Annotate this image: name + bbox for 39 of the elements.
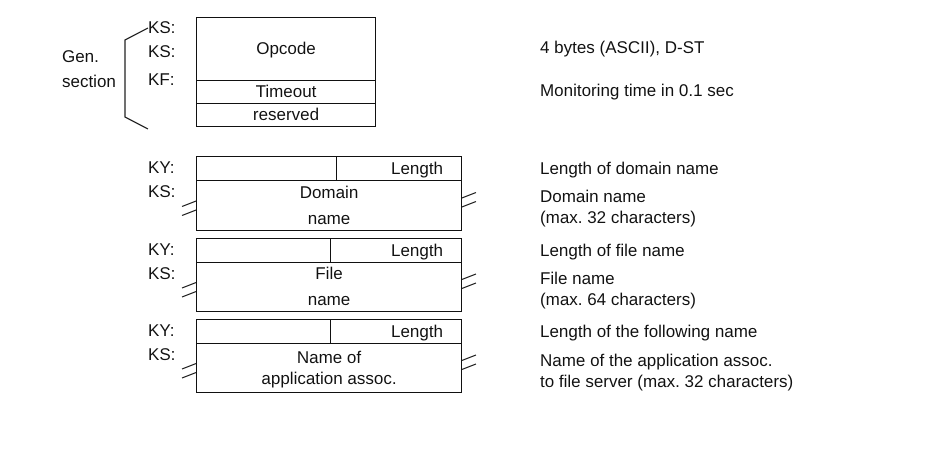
field-type: KS: (148, 17, 176, 38)
section-label: Gen. section (62, 46, 116, 93)
field-name: File name (308, 263, 350, 311)
field-type: KY: (148, 320, 174, 341)
field-description: File name (max. 64 characters) (540, 268, 696, 310)
field-box (196, 156, 337, 181)
field-type: KY: (148, 239, 174, 260)
field-type: KF: (148, 69, 174, 90)
field-box (196, 262, 462, 312)
field-box (196, 80, 376, 104)
field-type: KS: (148, 41, 176, 62)
field-name: Length (391, 158, 443, 178)
field-type: KS: (148, 344, 176, 365)
field-description: Length of domain name (540, 158, 719, 179)
field-type: KY: (148, 157, 174, 178)
field-type: KS: (148, 181, 176, 202)
field-description: Name of the application assoc. to file server (max. 32 characters) (540, 350, 794, 392)
field-box (196, 238, 331, 263)
field-type: KS: (148, 263, 176, 284)
field-box (196, 180, 462, 231)
field-box (330, 238, 462, 263)
field-description: 4 bytes (ASCII), D-ST (540, 37, 704, 58)
field-description: Monitoring time in 0.1 sec (540, 80, 734, 101)
field-name: Timeout (256, 82, 316, 102)
field-box (330, 319, 462, 344)
field-description: Length of the following name (540, 321, 758, 342)
field-box (196, 103, 376, 127)
field-name: Length (391, 322, 443, 342)
field-name: Name of application assoc. (261, 347, 397, 389)
field-description: Domain name (max. 32 characters) (540, 186, 696, 228)
field-box (196, 17, 376, 81)
field-box (196, 319, 331, 344)
field-name: reserved (252, 105, 320, 125)
field-description: Length of file name (540, 240, 685, 261)
field-box (336, 156, 462, 181)
field-box (196, 343, 462, 393)
field-name: Domain name (300, 182, 358, 230)
field-name: Length (391, 240, 443, 260)
field-name: Opcode (256, 39, 316, 59)
